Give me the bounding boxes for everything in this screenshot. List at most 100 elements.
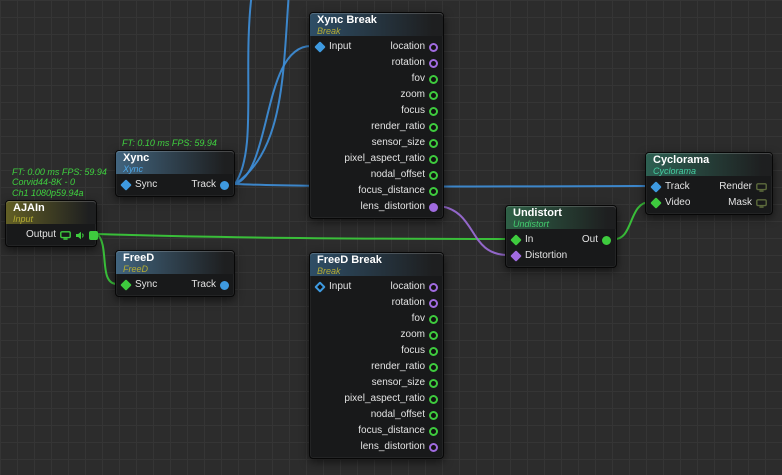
node-cyclorama[interactable]: CycloramaCycloramaTrack RenderVideoMask bbox=[645, 152, 773, 215]
pin-video[interactable] bbox=[650, 197, 661, 208]
port-row: pixel_aspect_ratio bbox=[310, 391, 443, 407]
pin-zoom[interactable] bbox=[429, 91, 438, 100]
pin-focus[interactable] bbox=[429, 107, 438, 116]
port-label: zoom bbox=[401, 327, 425, 343]
pin-focus-distance[interactable] bbox=[429, 427, 438, 436]
display-icon bbox=[60, 231, 71, 240]
port-row: fov bbox=[310, 311, 443, 327]
port-label: Track bbox=[665, 179, 690, 195]
port-label: location bbox=[391, 39, 425, 55]
port-label: Sync bbox=[135, 177, 157, 193]
node-title: Undistort bbox=[513, 208, 609, 219]
port-label: fov bbox=[412, 71, 425, 87]
node-body: InOutDistortion bbox=[506, 229, 616, 267]
port-row: lens_distortion bbox=[310, 199, 443, 215]
port-row: render_ratio bbox=[310, 119, 443, 135]
port-row: pixel_aspect_ratio bbox=[310, 151, 443, 167]
pin-out[interactable] bbox=[602, 236, 611, 245]
port-label: lens_distortion bbox=[361, 439, 425, 455]
node-title: AJAIn bbox=[13, 203, 89, 214]
pin-zoom[interactable] bbox=[429, 331, 438, 340]
node-header[interactable]: UndistortUndistort bbox=[506, 206, 616, 229]
pin-sensor-size[interactable] bbox=[429, 379, 438, 388]
pin-lens-distortion[interactable] bbox=[429, 443, 438, 452]
node-header[interactable]: XyncXync bbox=[116, 151, 234, 174]
pin-focus[interactable] bbox=[429, 347, 438, 356]
port-label: nodal_offset bbox=[371, 407, 425, 423]
node-undistort[interactable]: UndistortUndistortInOutDistortion bbox=[505, 205, 617, 268]
node-header[interactable]: Xync BreakBreak bbox=[310, 13, 443, 36]
node-xync[interactable]: FT: 0.10 ms FPS: 59.94XyncXyncSyncTrack bbox=[115, 150, 235, 197]
port-label: Video bbox=[665, 195, 690, 211]
port-label: Output bbox=[26, 227, 56, 243]
pin-track[interactable] bbox=[220, 281, 229, 290]
port-row: fov bbox=[310, 71, 443, 87]
pin-render-ratio[interactable] bbox=[429, 363, 438, 372]
node-title: FreeD Break bbox=[317, 255, 436, 266]
node-ajain[interactable]: FT: 0.00 ms FPS: 59.94Corvid44-8K - 0Ch1… bbox=[5, 200, 97, 247]
node-freed[interactable]: FreeDFreeD Sync Track bbox=[115, 250, 235, 297]
port-row: lens_distortion bbox=[310, 439, 443, 455]
node-body: Track RenderVideoMask bbox=[646, 176, 772, 214]
port-label: Sync bbox=[135, 277, 157, 293]
display-icon[interactable] bbox=[756, 199, 767, 208]
pin-sync[interactable] bbox=[120, 179, 131, 190]
node-subtitle: Break bbox=[317, 26, 436, 36]
port-label: Track bbox=[191, 277, 216, 293]
pin-pixel-aspect-ratio[interactable] bbox=[429, 155, 438, 164]
pin-nodal-offset[interactable] bbox=[429, 171, 438, 180]
port-label: Render bbox=[719, 179, 752, 195]
port-row: zoom bbox=[310, 87, 443, 103]
port-row: SyncTrack bbox=[116, 177, 234, 193]
port-label: render_ratio bbox=[371, 119, 425, 135]
node-subtitle: Input bbox=[13, 214, 89, 224]
status-line: FT: 0.00 ms FPS: 59.94 bbox=[12, 167, 107, 178]
port-row: render_ratio bbox=[310, 359, 443, 375]
pin-output[interactable] bbox=[89, 231, 98, 240]
pin-nodal-offset[interactable] bbox=[429, 411, 438, 420]
pin-in[interactable] bbox=[510, 234, 521, 245]
pin-pixel-aspect-ratio[interactable] bbox=[429, 395, 438, 404]
node-header[interactable]: AJAInInput bbox=[6, 201, 96, 224]
pin-fov[interactable] bbox=[429, 75, 438, 84]
port-row: sensor_size bbox=[310, 135, 443, 151]
node-title: FreeD bbox=[123, 253, 227, 264]
pin-render-ratio[interactable] bbox=[429, 123, 438, 132]
pin-focus-distance[interactable] bbox=[429, 187, 438, 196]
port-label: lens_distortion bbox=[361, 199, 425, 215]
pin-distortion[interactable] bbox=[510, 250, 521, 261]
node-xync-break[interactable]: Xync BreakBreakInputlocationrotationfovz… bbox=[309, 12, 444, 219]
pin-sensor-size[interactable] bbox=[429, 139, 438, 148]
port-label: zoom bbox=[401, 87, 425, 103]
port-label: Input bbox=[329, 39, 351, 55]
port-label: In bbox=[525, 232, 533, 248]
pin-sync[interactable] bbox=[120, 279, 131, 290]
node-header[interactable]: FreeDFreeD bbox=[116, 251, 234, 274]
node-freed-break[interactable]: FreeD BreakBreakInputlocationrotationfov… bbox=[309, 252, 444, 459]
pin-fov[interactable] bbox=[429, 315, 438, 324]
port-row: Track Render bbox=[646, 179, 772, 195]
node-header[interactable]: CycloramaCyclorama bbox=[646, 153, 772, 176]
display-icon[interactable] bbox=[756, 183, 767, 192]
pin-input[interactable] bbox=[314, 281, 325, 292]
pin-track[interactable] bbox=[220, 181, 229, 190]
pin-lens-distortion[interactable] bbox=[429, 203, 438, 212]
port-label: sensor_size bbox=[372, 375, 425, 391]
pin-input[interactable] bbox=[314, 41, 325, 52]
node-subtitle: Xync bbox=[123, 164, 227, 174]
port-label: location bbox=[391, 279, 425, 295]
node-subtitle: Undistort bbox=[513, 219, 609, 229]
node-header[interactable]: FreeD BreakBreak bbox=[310, 253, 443, 276]
pin-location[interactable] bbox=[429, 43, 438, 52]
port-label: focus bbox=[401, 103, 425, 119]
status-line: FT: 0.10 ms FPS: 59.94 bbox=[122, 138, 217, 149]
pin-rotation[interactable] bbox=[429, 59, 438, 68]
pin-rotation[interactable] bbox=[429, 299, 438, 308]
port-row: VideoMask bbox=[646, 195, 772, 211]
port-row: InOut bbox=[506, 232, 616, 248]
pin-location[interactable] bbox=[429, 283, 438, 292]
port-row: focus bbox=[310, 343, 443, 359]
pin-track[interactable] bbox=[650, 181, 661, 192]
